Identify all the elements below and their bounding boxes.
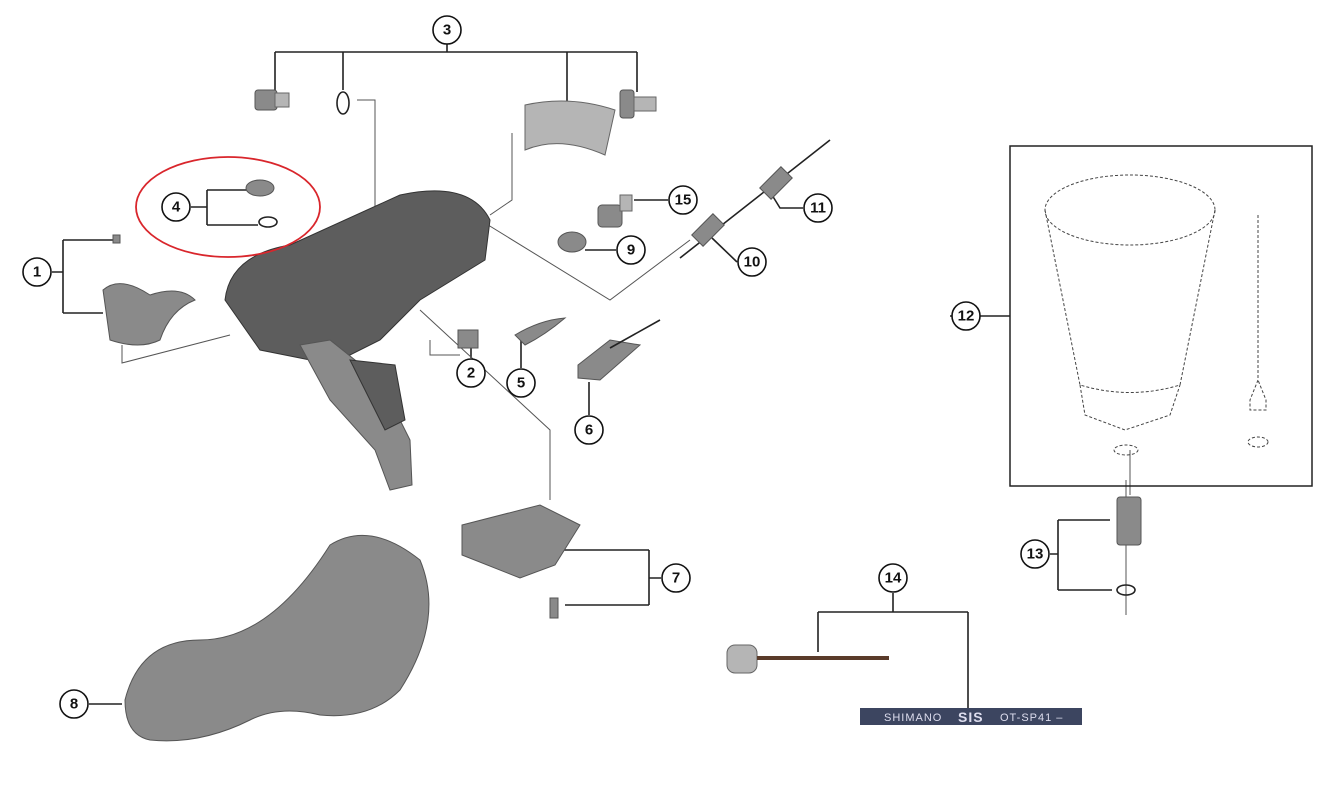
callout-5: 5 [506,368,536,398]
callout-9: 9 [616,235,646,265]
callout-3: 3 [432,15,462,45]
callout-1: 1 [22,257,52,287]
svg-text:12: 12 [958,308,975,325]
callout-8: 8 [59,689,89,719]
leader-lines [52,44,1131,708]
svg-text:2: 2 [467,365,475,382]
highlight-circle [135,156,321,258]
svg-text:11: 11 [810,200,826,217]
callout-15: 15 [668,185,698,215]
svg-text:8: 8 [70,696,78,713]
callout-6: 6 [574,415,604,445]
svg-text:7: 7 [672,570,680,587]
callout-10: 10 [737,247,767,277]
cable-system-text: SIS [958,709,984,725]
callout-7: 7 [661,563,691,593]
lever-body [224,190,491,491]
callout-12: 12 [951,301,981,331]
cable-brand-text: SHIMANO [884,712,942,724]
parts-2-5-6 [457,317,661,381]
svg-text:1: 1 [33,264,41,281]
part-13-adapter [1116,496,1142,596]
parts-9-10-11-15 [557,139,831,259]
part-4-cap-and-oring [245,179,278,228]
callout-14: 14 [878,563,908,593]
svg-text:4: 4 [172,199,181,216]
part-8-hood [124,534,430,742]
svg-text:14: 14 [885,570,902,587]
part-14-cable [726,644,1082,725]
svg-text:13: 13 [1027,546,1044,563]
svg-text:15: 15 [675,192,692,209]
callout-13: 13 [1020,539,1050,569]
part-1-cover-and-screw [102,234,196,346]
cable-model-text: OT-SP41 – [1000,712,1063,724]
part-7-bottom-cover [461,504,581,619]
svg-text:10: 10 [744,254,761,271]
callout-11: 11 [803,193,833,223]
callout-2: 2 [456,358,486,388]
part-12-box [1009,145,1313,487]
svg-text:9: 9 [627,242,635,259]
svg-text:5: 5 [517,375,525,392]
svg-text:3: 3 [443,22,451,39]
callout-4: 4 [161,192,191,222]
svg-text:6: 6 [585,422,593,439]
part-3-bolts-and-clamp [254,89,657,156]
